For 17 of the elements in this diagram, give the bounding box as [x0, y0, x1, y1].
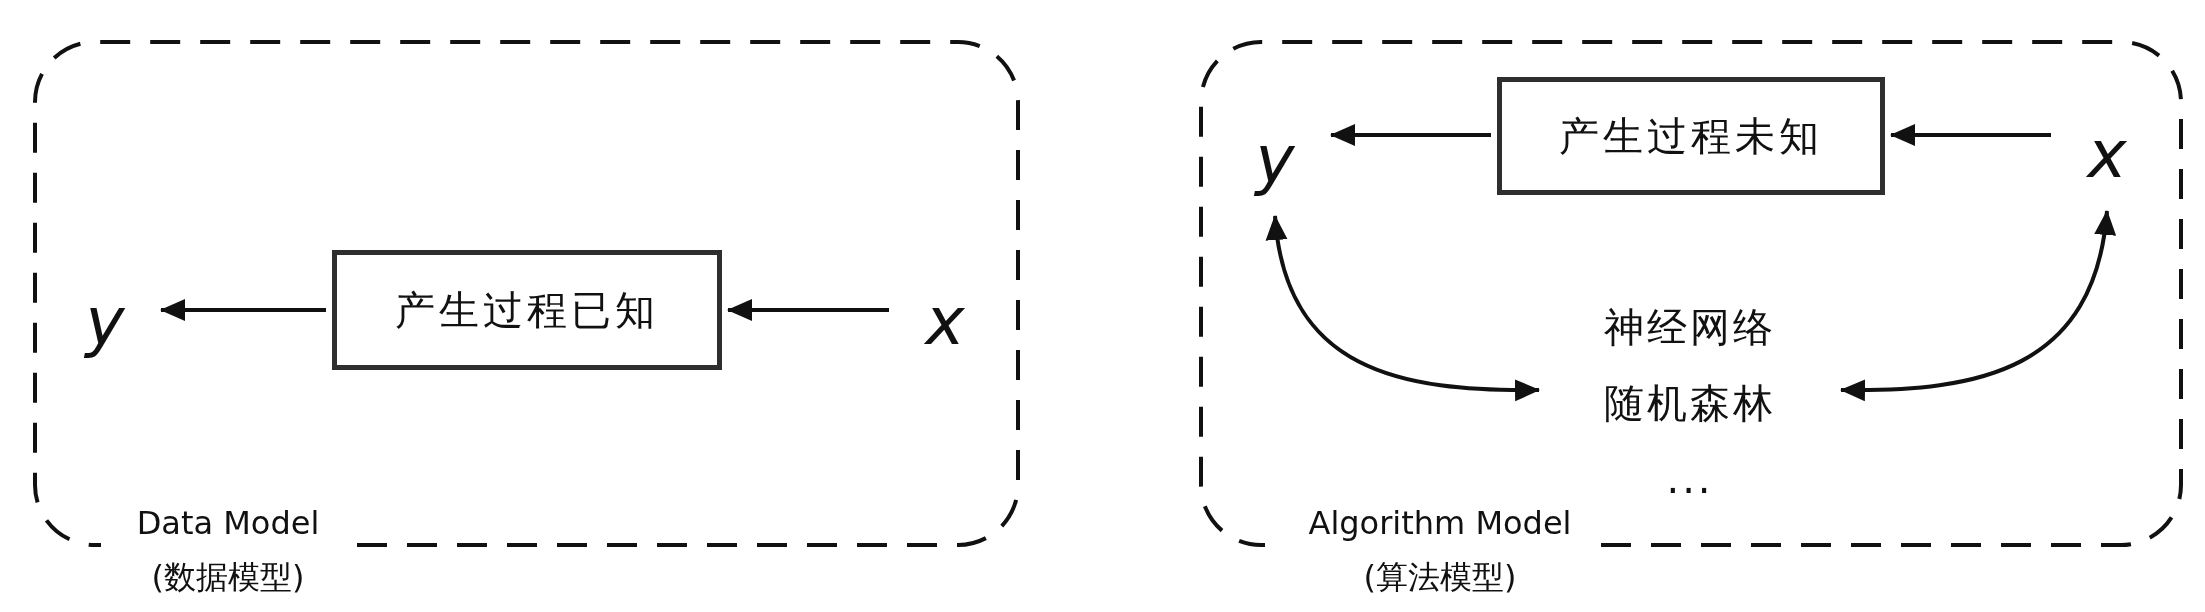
curved-arrow	[1840, 210, 2115, 401]
frame-title: Data Model (数据模型)	[136, 503, 320, 598]
ellipsis: ...	[1666, 455, 1714, 503]
curved-arrow	[1267, 215, 1540, 401]
arrow	[1330, 124, 1491, 146]
arrow	[727, 299, 889, 321]
variable-label: x	[2087, 116, 2127, 193]
variable-label: y	[1255, 121, 1295, 198]
variable-label: y	[85, 283, 125, 360]
variable-label: x	[925, 283, 965, 360]
list-item: 随机森林	[1604, 379, 1776, 427]
list-item: 神经网络	[1604, 303, 1776, 351]
process-box: 产生过程已知	[332, 250, 722, 370]
process-box: 产生过程未知	[1497, 77, 1885, 195]
arrow	[1890, 124, 2051, 146]
frame-title: Algorithm Model (算法模型)	[1308, 503, 1572, 598]
arrow	[160, 299, 326, 321]
